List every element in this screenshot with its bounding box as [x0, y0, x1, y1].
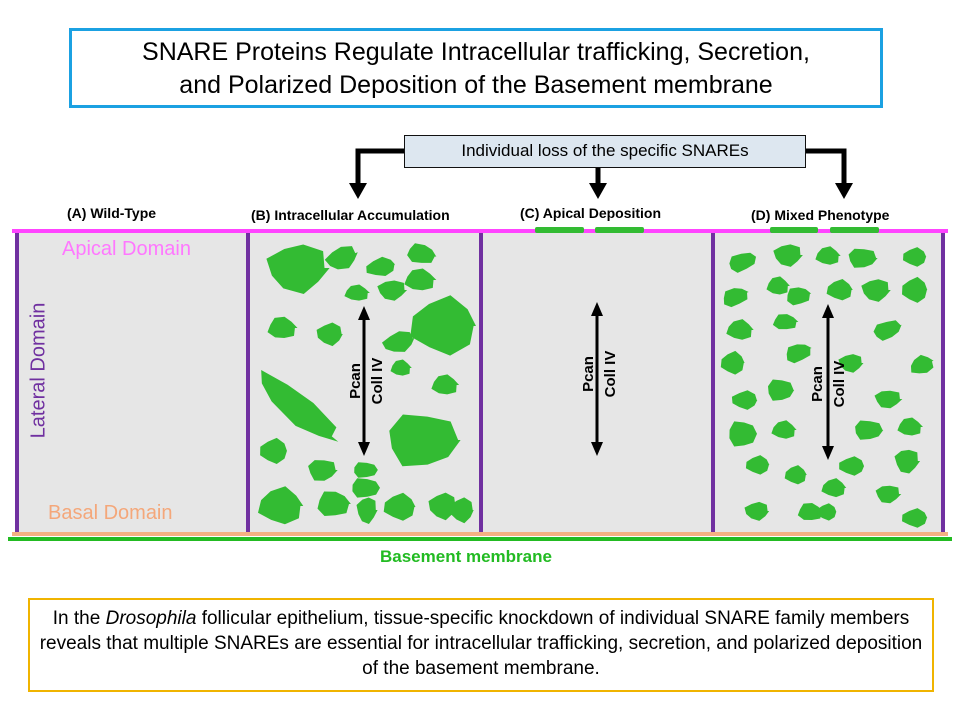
vesicle: [894, 449, 921, 474]
vesicle: [772, 314, 799, 330]
vesicle: [410, 295, 476, 356]
pcan-label: Pcan: [809, 366, 826, 402]
vesicle: [356, 497, 378, 524]
coll-label: Coll IV: [369, 358, 386, 405]
marker-labels-b: Pcan Coll IV: [347, 358, 386, 405]
vesicle: [266, 244, 330, 294]
vesicle: [873, 320, 902, 341]
vesicle: [745, 455, 770, 475]
vesicle: [316, 322, 343, 347]
vesicle: [377, 280, 408, 301]
apical-domain-label: Apical Domain: [62, 238, 191, 260]
vesicle: [723, 288, 749, 308]
basement-membrane-label: Basement membrane: [380, 547, 552, 566]
vesicle: [308, 460, 338, 481]
bracket-arrows: [355, 148, 847, 185]
vesicle: [773, 244, 803, 267]
vesicles-panel-d: [720, 244, 934, 528]
vesicle: [784, 465, 807, 485]
vesicle: [787, 287, 812, 306]
panel-label-d: (D) Mixed Phenotype: [751, 207, 890, 223]
vesicle: [344, 284, 370, 301]
vesicle: [902, 508, 928, 528]
vesicle: [910, 354, 934, 374]
vesicle: [260, 437, 287, 464]
vesicle: [771, 420, 797, 439]
coll-label: Coll IV: [602, 351, 619, 398]
vesicle: [404, 268, 437, 291]
double-arrowheads: [358, 302, 834, 460]
vesicle: [903, 247, 927, 267]
vesicle: [729, 421, 758, 447]
apical-deposits: [535, 227, 879, 233]
caption-post: follicular epithelium, tissue-specific k…: [39, 608, 923, 679]
vesicle: [366, 256, 396, 276]
vesicle: [897, 417, 923, 436]
vesicle: [390, 359, 412, 376]
marker-labels-c: Pcan Coll IV: [580, 351, 619, 398]
vesicle: [267, 316, 298, 338]
pcan-label: Pcan: [347, 363, 364, 399]
vesicle: [768, 379, 795, 401]
vesicle: [838, 354, 864, 373]
vesicle: [815, 246, 841, 265]
vesicle: [428, 492, 457, 521]
vesicles-panel-b: [258, 243, 476, 525]
coll-label: Coll IV: [831, 361, 848, 408]
title-box: SNARE Proteins Regulate Intracellular tr…: [69, 28, 883, 108]
marker-labels-d: Pcan Coll IV: [809, 361, 848, 408]
vesicle: [874, 390, 903, 409]
vesicle: [766, 276, 790, 295]
title-line-2: and Polarized Deposition of the Basement…: [179, 71, 773, 99]
vesicle: [821, 478, 847, 498]
vesicle: [875, 485, 902, 504]
caption-box: In the Drosophila follicular epithelium,…: [28, 598, 934, 692]
vesicle: [839, 456, 865, 476]
panel-label-a: (A) Wild-Type: [67, 205, 157, 221]
vesicle: [354, 462, 378, 478]
vesicle: [848, 248, 878, 268]
snare-loss-box: Individual loss of the specific SNAREs: [404, 135, 806, 168]
caption-species: Drosophila: [105, 608, 197, 629]
vesicle: [817, 503, 837, 521]
vesicle: [407, 243, 437, 263]
vesicle: [720, 350, 745, 375]
bracket-arrowheads: [349, 183, 853, 199]
lateral-membranes: [15, 232, 945, 534]
vesicle: [381, 331, 415, 352]
vesicle: [744, 501, 770, 521]
vesicle: [826, 279, 853, 301]
vesicle: [902, 276, 928, 303]
double-arrows: [362, 314, 830, 448]
vesicle: [431, 374, 460, 395]
vesicle: [317, 491, 351, 516]
pcan-label: Pcan: [580, 356, 597, 392]
panel-label-c: (C) Apical Deposition: [520, 205, 662, 221]
vesicle: [258, 486, 304, 525]
title-line-1: SNARE Proteins Regulate Intracellular tr…: [142, 38, 810, 66]
vesicle: [389, 414, 461, 467]
vesicle: [261, 370, 339, 442]
vesicle: [449, 497, 474, 524]
panel-label-b: (B) Intracellular Accumulation: [251, 207, 450, 223]
vesicle: [786, 344, 812, 364]
basal-domain-label: Basal Domain: [48, 502, 173, 524]
caption-pre: In the: [52, 608, 106, 629]
vesicle: [797, 503, 824, 520]
vesicle: [726, 319, 754, 340]
vesicle: [383, 492, 416, 521]
vesicle: [729, 252, 757, 273]
vesicle: [861, 279, 891, 302]
vesicle: [855, 420, 884, 440]
lateral-domain-label: Lateral Domain: [27, 302, 50, 439]
vesicle: [324, 246, 358, 270]
vesicle: [352, 478, 381, 498]
vesicle: [731, 390, 758, 410]
